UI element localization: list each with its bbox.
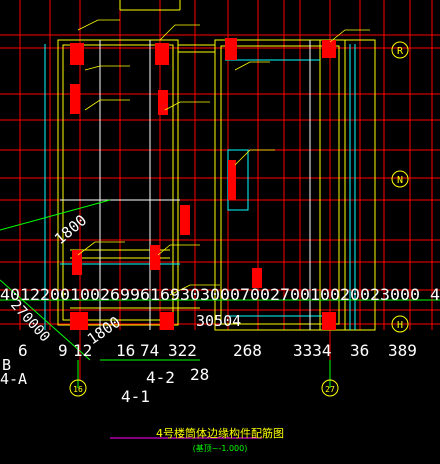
- diag-1800-upper: 1800: [51, 211, 90, 248]
- green-dimension-lines: [0, 199, 440, 388]
- axis-bubble-H[interactable]: H: [391, 315, 409, 333]
- sub-dimension-row: 6 9 12 16 74 322 268 3334 36 389: [18, 341, 417, 360]
- svg-text:16: 16: [73, 385, 83, 394]
- axis-bubble-N[interactable]: N: [391, 170, 409, 188]
- left-label-4-A: 4-A: [0, 370, 27, 388]
- sub-dim-3334: 3334: [293, 341, 332, 360]
- white-frames: [60, 40, 311, 330]
- svg-text:N: N: [397, 175, 403, 186]
- group-label-28: 28: [190, 365, 209, 384]
- axis-bubble-R[interactable]: R: [391, 41, 409, 59]
- group-label-4-2: 4-2: [146, 368, 175, 387]
- sub-dim-9: 9: [58, 341, 68, 360]
- svg-text:H: H: [397, 320, 403, 331]
- edge-member-blocks: [70, 38, 336, 330]
- leader-lines: [77, 19, 370, 296]
- sub-dim-322: 322: [168, 341, 197, 360]
- axis-bubble-27[interactable]: 27: [321, 379, 339, 397]
- big-center-dimension: 30504: [196, 312, 241, 330]
- sub-dim-16: 16: [116, 341, 135, 360]
- group-label-4-1: 4-1: [121, 387, 150, 406]
- sub-dim-12: 12: [73, 341, 92, 360]
- drawing-title: 4号楼筒体边缘构件配筋图: [156, 427, 284, 440]
- svg-text:R: R: [397, 46, 404, 57]
- sub-dim-36: 36: [350, 341, 369, 360]
- sub-dim-6: 6: [18, 341, 28, 360]
- axis-bubble-16[interactable]: 16: [69, 379, 87, 397]
- cyan-frames: [44, 44, 356, 330]
- svg-text:27: 27: [325, 385, 335, 394]
- sub-dim-268: 268: [233, 341, 262, 360]
- drawing-subtitle: (基顶~-1.000): [192, 444, 248, 453]
- sub-dim-389: 389: [388, 341, 417, 360]
- left-label-B: B: [2, 356, 11, 374]
- sub-dim-74: 74: [140, 341, 159, 360]
- top-dimension-row: 4012200100269961693030007002700100200230…: [0, 285, 440, 304]
